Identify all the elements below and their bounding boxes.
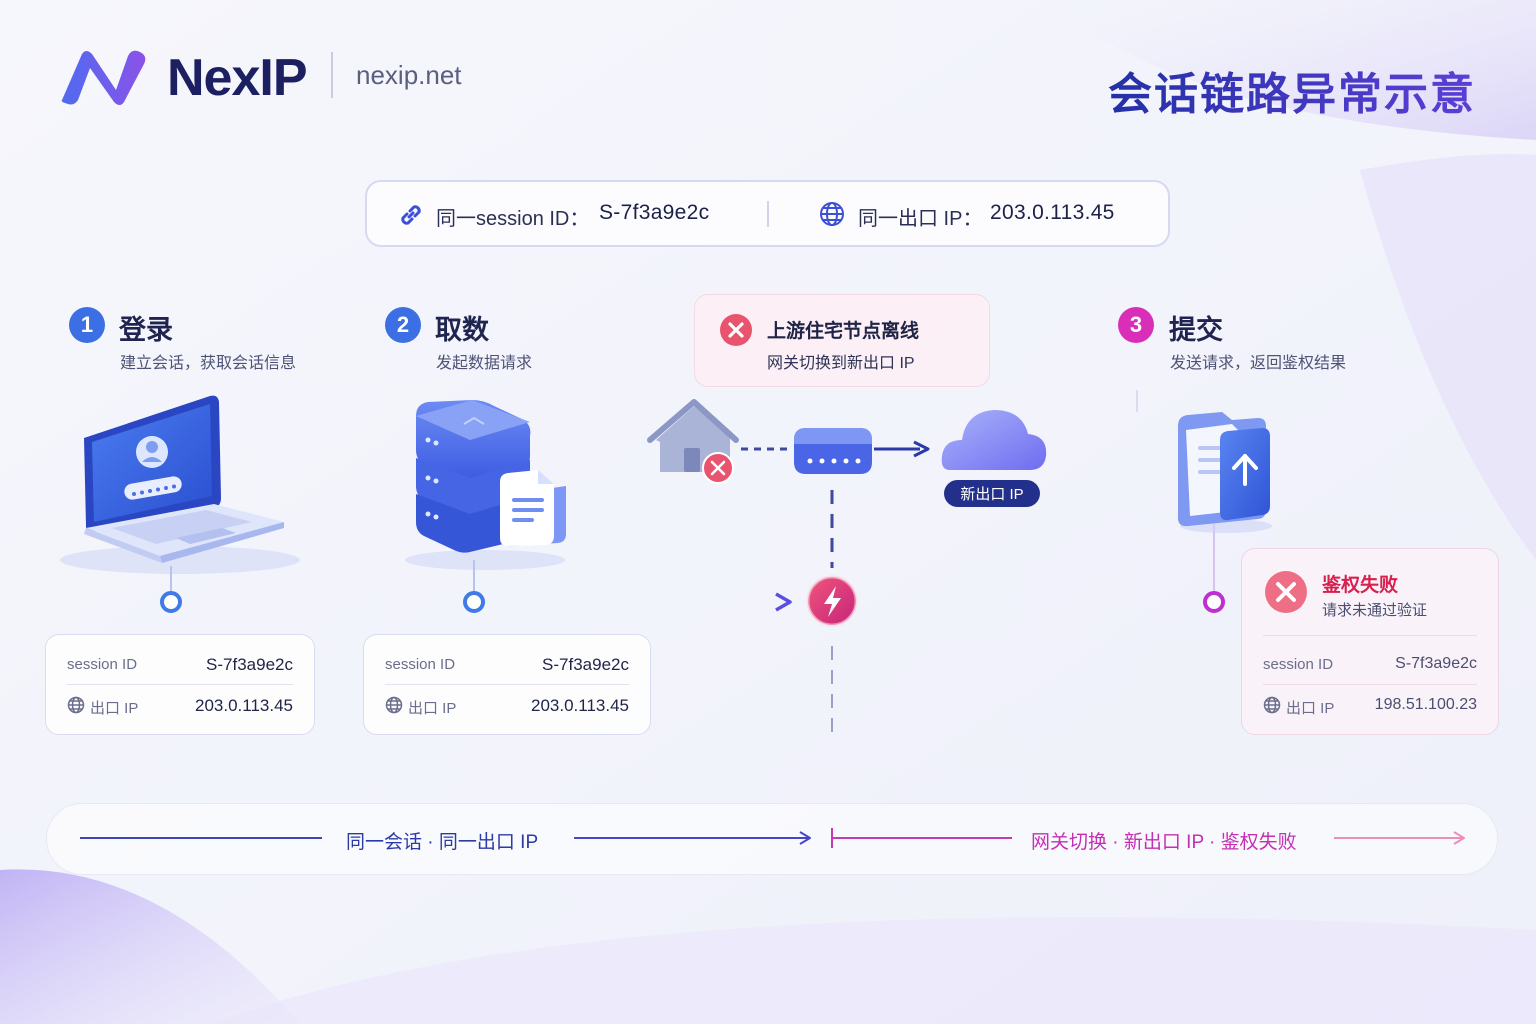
- card-session-label: session ID: [385, 656, 456, 673]
- globe-icon: [820, 202, 844, 226]
- new-exit-ip-chip: 新出口 IP: [944, 480, 1040, 507]
- legend-gateway-switch: 网关切换 · 新出口 IP · 鉴权失败: [1031, 832, 1297, 853]
- card-ip-label: 出口 IP: [1286, 700, 1335, 717]
- alert-title: 上游住宅节点离线: [767, 321, 920, 342]
- error-x-icon: [720, 314, 752, 346]
- card-session-value: S-7f3a9e2c: [206, 655, 293, 674]
- step-2-number: 2: [385, 307, 421, 343]
- cloud-icon: [941, 410, 1047, 470]
- globe-icon: [1263, 696, 1281, 714]
- step-3-description: 发送请求，返回鉴权结果: [1170, 355, 1347, 372]
- exit-ip-value: 203.0.113.45: [990, 201, 1115, 224]
- step-3-number: 3: [1118, 307, 1154, 343]
- step-3-title: 提交: [1169, 315, 1223, 345]
- auth-failed-subtitle: 请求未通过验证: [1322, 602, 1428, 619]
- card-divider: [1263, 635, 1477, 636]
- lightning-icon: [806, 575, 858, 627]
- session-id-value: S-7f3a9e2c: [599, 201, 710, 224]
- router-icon: [794, 428, 872, 474]
- auth-failed-title: 鉴权失败: [1322, 575, 1399, 596]
- brand-name: NexIP: [167, 49, 308, 107]
- card-session-label: session ID: [1263, 656, 1334, 673]
- laptop-icon: [60, 395, 300, 574]
- brand-divider: [331, 52, 333, 98]
- home-icon: [647, 399, 739, 484]
- legend-same-session: 同一会话 · 同一出口 IP: [346, 832, 539, 853]
- pill-divider: [767, 201, 769, 227]
- step-2-description: 发起数据请求: [436, 355, 533, 372]
- card-session-label: session ID: [67, 656, 138, 673]
- document-icon: [500, 470, 566, 547]
- card-ip-value: 198.51.100.23: [1374, 696, 1477, 713]
- globe-icon: [385, 696, 403, 714]
- card-ip-value: 203.0.113.45: [531, 696, 629, 715]
- step-2-title: 取数: [435, 315, 489, 345]
- alert-subtitle: 网关切换到新出口 IP: [767, 355, 915, 372]
- card-divider: [67, 684, 293, 685]
- upload-folder-icon: [1178, 412, 1272, 533]
- card-divider: [1263, 684, 1477, 685]
- page-title: 会话链路异常示意: [1108, 58, 1476, 122]
- globe-icon: [67, 696, 85, 714]
- session-id-label: 同一session ID：: [436, 208, 590, 230]
- card-session-value: S-7f3a9e2c: [1395, 655, 1477, 672]
- nexip-logo-icon: [61, 50, 146, 105]
- exit-ip-label: 同一出口 IP：: [858, 208, 983, 230]
- error-x-icon: [1265, 571, 1307, 613]
- card-ip-label: 出口 IP: [408, 700, 457, 717]
- step-1-title: 登录: [119, 315, 173, 345]
- brand-domain: nexip.net: [356, 60, 462, 90]
- card-ip-value: 203.0.113.45: [195, 696, 293, 715]
- step-1-number: 1: [69, 307, 105, 343]
- link-icon: [401, 205, 421, 225]
- card-session-value: S-7f3a9e2c: [542, 655, 629, 674]
- step-1-description: 建立会话，获取会话信息: [120, 355, 297, 372]
- card-ip-label: 出口 IP: [90, 700, 139, 717]
- card-divider: [385, 684, 629, 685]
